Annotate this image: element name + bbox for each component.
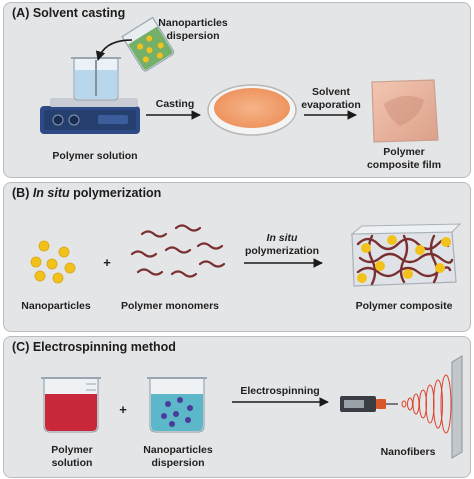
electrospinning-label: Electrospinning xyxy=(240,385,320,397)
polymer-composite-label: Polymer composite xyxy=(355,300,453,312)
panel-c-title: (C) Electrospinning method xyxy=(12,340,176,354)
pour-arrow-icon xyxy=(95,39,133,61)
collector-plate-icon xyxy=(451,355,463,459)
polymer-solution-beaker-icon xyxy=(41,377,101,433)
polymer-solution-label: Polymer solution xyxy=(52,150,138,162)
panel-b-title: (B) In situ polymerization xyxy=(12,186,162,200)
polymer-monomers-icon xyxy=(130,224,226,278)
composite-film-label: Polymer composite film xyxy=(366,146,442,171)
hotplate-stirrer-icon xyxy=(40,98,140,134)
syringe-pump-icon xyxy=(340,396,398,412)
plus-sign: + xyxy=(103,255,111,270)
nanoparticles-icon xyxy=(30,240,76,284)
nanofibers-label: Nanofibers xyxy=(380,446,436,458)
beaker-solution-icon xyxy=(71,57,121,101)
fiber-jet-icon xyxy=(401,374,452,434)
petri-dish-icon xyxy=(207,84,297,136)
dispersion-label: Nanoparticles dispersion xyxy=(158,17,228,42)
casting-label: Casting xyxy=(155,98,195,110)
nanoparticles-dispersion-beaker-icon xyxy=(147,377,207,433)
plus-sign-c: + xyxy=(119,402,127,417)
polymer-solution-label-c: Polymer solution xyxy=(51,444,93,469)
evaporation-label: Solvent evaporation xyxy=(301,86,361,111)
dispersion-beaker-icon xyxy=(121,16,175,72)
composite-film-icon xyxy=(371,79,439,143)
panel-a-title: (A) Solvent casting xyxy=(12,6,126,20)
nanoparticles-label: Nanoparticles xyxy=(21,300,91,312)
dispersion-label-c: Nanoparticles dispersion xyxy=(143,444,213,469)
polymer-composite-icon xyxy=(350,223,462,287)
monomers-label: Polymer monomers xyxy=(120,300,220,312)
